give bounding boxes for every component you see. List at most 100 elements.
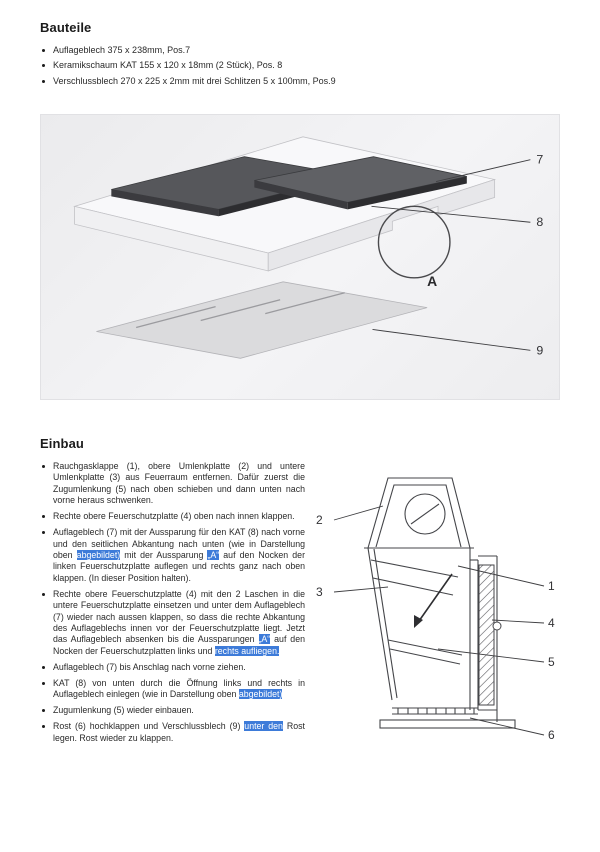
flue-inner — [375, 484, 462, 548]
callout-6-label: 6 — [548, 728, 555, 742]
step-text: Auflageblech (7) bis Anschlag nach vorne… — [53, 662, 305, 673]
bullet-icon — [42, 515, 45, 519]
callout-5-label: 5 — [548, 655, 555, 669]
bauteile-item: Verschlussblech 270 x 225 x 2mm mit drei… — [40, 76, 460, 87]
callout-2-leader — [333, 505, 384, 521]
callout-4-label: 4 — [548, 616, 555, 630]
einbau-step: Rauchgasklappe (1), obere Umlenkplatte (… — [40, 461, 305, 507]
front-outer-line — [367, 547, 393, 701]
step-text-segment: Rost legen. Rost wieder zu klappen. — [53, 721, 305, 743]
kat-plate-right-side — [254, 180, 348, 210]
base-plate — [379, 719, 516, 729]
einbau-step: Rechte obere Feuerschutzplatte (4) oben … — [40, 511, 305, 522]
callout-9-leader — [372, 329, 531, 351]
callout-8-leader — [371, 205, 531, 223]
step-text: KAT (8) von unten durch die Öffnung link… — [53, 678, 305, 701]
einbau-heading: Einbau — [40, 436, 84, 451]
auflageblech-front-flange-with-notch — [267, 178, 496, 272]
obere-umlenkplatte — [370, 559, 459, 578]
step-text-segment: unter den — [244, 721, 283, 732]
callout-1-label: 1 — [548, 579, 555, 593]
exploded-view-figure: A 7 8 9 — [40, 114, 560, 400]
callout-1-leader — [457, 565, 545, 587]
einbau-step: Auflageblech (7) mit der Aussparung für … — [40, 527, 305, 584]
callout-7-label: 7 — [536, 153, 543, 167]
bauteile-item: Keramikschaum KAT 155 x 120 x 18mm (2 St… — [40, 60, 460, 71]
zugumlenkung-line — [389, 648, 461, 665]
bauteile-item: Auflageblech 375 x 238mm, Pos.7 — [40, 45, 460, 56]
callout-2-label: 2 — [316, 513, 323, 527]
bauteile-item-text: Auflageblech 375 x 238mm, Pos.7 — [53, 45, 191, 55]
step-text-segment: „A“ — [258, 634, 271, 645]
rauchgasklappe-flap — [410, 503, 440, 525]
callout-5-leader — [437, 648, 545, 663]
einbau-step: Zugumlenkung (5) wieder einbauen. — [40, 705, 305, 716]
bullet-icon — [42, 465, 45, 468]
schlitz-line — [200, 299, 281, 322]
step-text: Rost (6) hochklappen und Verschlussblech… — [53, 721, 305, 744]
step-text-segment: Auflageblech (7) bis Anschlag nach vorne… — [53, 661, 246, 672]
step-text-segment: Rechte obere Feuerschutzplatte (4) mit d… — [53, 588, 305, 645]
schlitz-line — [135, 306, 216, 329]
detail-a-circle — [377, 205, 451, 279]
einbau-step: Rechte obere Feuerschutzplatte (4) mit d… — [40, 589, 305, 657]
bauteile-heading: Bauteile — [40, 20, 92, 35]
cross-section-drawing: 2 3 1 4 5 6 — [316, 477, 555, 742]
bullet-icon — [42, 681, 45, 685]
front-inner-line — [373, 548, 398, 699]
callout-9-label: 9 — [536, 343, 543, 357]
step-text-segment: abgebildet) — [238, 689, 283, 700]
callout-3-label: 3 — [316, 585, 323, 599]
callout-3-leader — [333, 586, 389, 593]
step-text-segment: Rechte obere Feuerschutzplatte (4) oben … — [53, 511, 295, 522]
kat-plate-left-side — [111, 189, 219, 217]
step-text-segment: mit der Aussparung — [120, 550, 208, 561]
step-text-segment: Rost (6) hochklappen und Verschlussblech… — [53, 721, 245, 732]
step-text: Rauchgasklappe (1), obere Umlenkplatte (… — [53, 461, 305, 507]
cross-section-figure: 2 3 1 4 5 6 — [308, 468, 580, 816]
bauteile-item-text: Keramikschaum KAT 155 x 120 x 18mm (2 St… — [53, 60, 283, 71]
step-text-segment: Rauchgasklappe (1), obere Umlenkplatte (… — [53, 461, 305, 506]
bullet-icon — [42, 709, 45, 713]
flow-arrow-line — [418, 573, 453, 622]
bullet-icon — [42, 64, 45, 68]
step-text-segment: „A“ — [207, 550, 220, 561]
flue-outer — [367, 477, 471, 549]
untere-umlenkplatte — [372, 577, 454, 596]
detail-a-label: A — [427, 273, 437, 289]
flue-opening — [404, 493, 446, 535]
zugumlenkung-line — [387, 639, 463, 656]
einbau-step: KAT (8) von unten durch die Öffnung link… — [40, 678, 305, 701]
step-text-segment: rechts aufliegen. — [214, 645, 280, 656]
bullet-icon — [42, 49, 45, 52]
schlitz-line — [265, 292, 345, 315]
step-text: Rechte obere Feuerschutzplatte (4) oben … — [53, 511, 305, 522]
step-text: Auflageblech (7) mit der Aussparung für … — [53, 527, 305, 584]
step-text-segment: abgebildet) — [76, 550, 121, 561]
step-text-segment: auf den Nocken der Feuerschutzplatten li… — [53, 634, 305, 656]
callout-6-leader — [469, 717, 545, 736]
bullet-icon — [42, 592, 45, 596]
bullet-icon — [42, 725, 45, 729]
exploded-view-drawing: A 7 8 9 — [73, 136, 543, 359]
step-text-segment: KAT (8) von unten durch die Öffnung link… — [53, 677, 305, 700]
bauteile-list: Auflageblech 375 x 238mm, Pos.7 Keramiks… — [40, 45, 460, 91]
bullet-icon — [42, 531, 45, 535]
verschlussblech-shape — [96, 281, 428, 359]
flow-arrow-head — [414, 615, 423, 628]
step-text-segment: Auflageblech (7) mit der Aussparung für … — [53, 527, 305, 561]
einbau-list: Rauchgasklappe (1), obere Umlenkplatte (… — [40, 461, 305, 749]
einbau-step: Rost (6) hochklappen und Verschlussblech… — [40, 721, 305, 744]
einbau-step: Auflageblech (7) bis Anschlag nach vorne… — [40, 662, 305, 673]
bullet-icon — [42, 79, 45, 83]
step-text-segment: auf den Nocken der linken Feuerschutzpla… — [53, 550, 306, 583]
kat-plate-right-front — [347, 176, 467, 210]
step-text: Zugumlenkung (5) wieder einbauen. — [53, 705, 305, 716]
step-text: Rechte obere Feuerschutzplatte (4) mit d… — [53, 589, 305, 657]
bullet-icon — [42, 665, 45, 669]
bauteile-item-text: Verschlussblech 270 x 225 x 2mm mit drei… — [53, 75, 336, 86]
wall-bolt — [492, 621, 502, 631]
callout-4-leader — [491, 619, 545, 624]
callout-7-leader — [435, 159, 531, 182]
step-text-segment: Zugumlenkung (5) wieder einbauen. — [53, 705, 194, 716]
